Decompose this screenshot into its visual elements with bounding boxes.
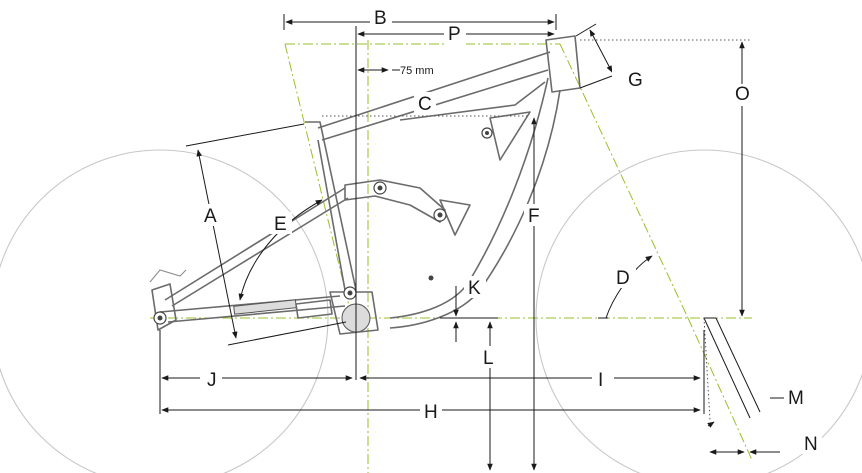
rear-wheel <box>0 149 329 473</box>
fork-axis <box>687 317 753 461</box>
front-wheel <box>535 149 862 473</box>
head-tube-axis <box>559 43 689 319</box>
label-K: K <box>468 278 481 299</box>
label-A: A <box>204 206 217 227</box>
label-H: H <box>424 402 438 423</box>
label-N: N <box>804 434 818 455</box>
seat-tube-axis <box>284 43 353 319</box>
label-offset: 75 mm <box>400 65 434 77</box>
label-C: C <box>418 94 432 115</box>
dim-M-line <box>715 317 761 413</box>
label-E: E <box>274 214 287 235</box>
label-D: D <box>616 268 630 289</box>
dim-A-line <box>196 149 238 339</box>
label-P: P <box>448 24 461 45</box>
dim-E-arc <box>238 199 323 301</box>
label-L: L <box>483 348 494 369</box>
bike-frame <box>149 35 581 335</box>
label-G: G <box>628 70 643 91</box>
label-J: J <box>207 370 217 391</box>
guide-lines <box>150 40 753 473</box>
label-F: F <box>528 206 540 227</box>
dimension-lines <box>159 14 784 471</box>
dim-G-line <box>589 29 613 73</box>
label-B: B <box>374 8 387 29</box>
dimension-labels: B P 75 mm C A E F G O D K L J I H M <box>200 6 822 455</box>
label-O: O <box>735 84 750 105</box>
label-M: M <box>788 388 804 409</box>
label-I: I <box>598 370 603 391</box>
